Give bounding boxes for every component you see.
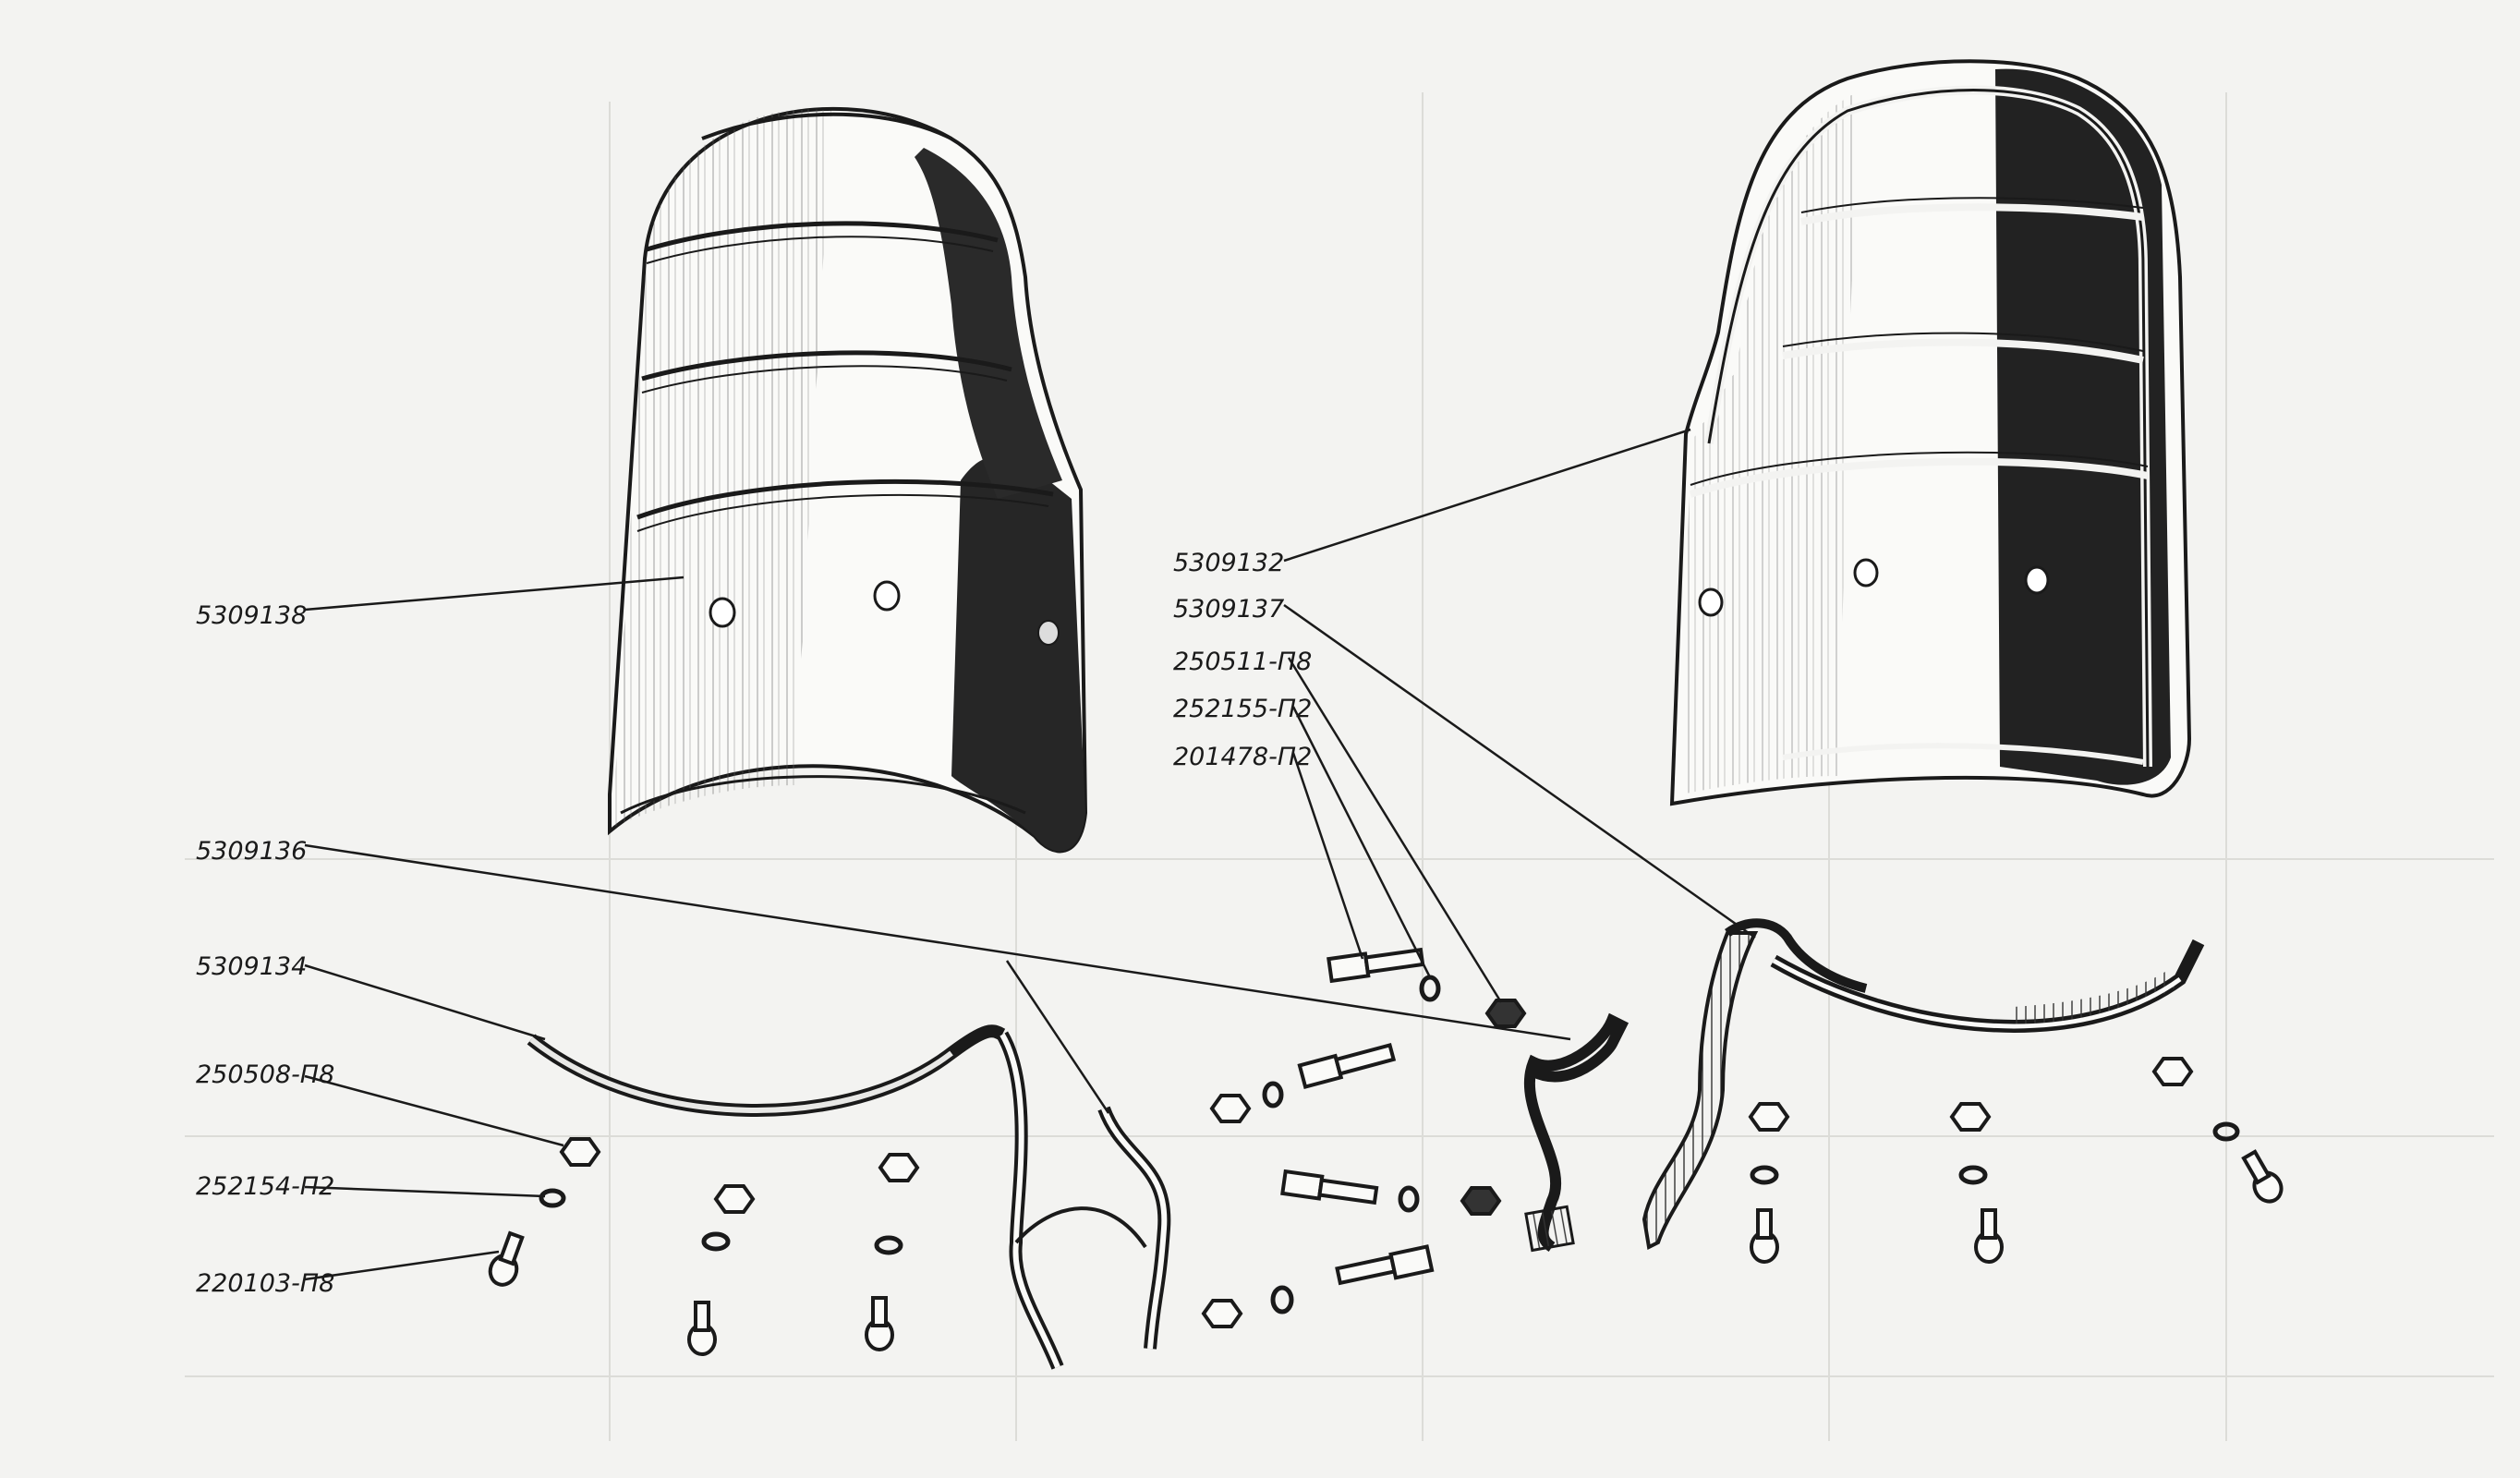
label-left-nut: 250508-П8	[196, 1060, 334, 1089]
bolts	[488, 947, 2284, 1356]
label-right-washer: 252155-П2	[1173, 695, 1312, 723]
left-clamp	[1014, 1106, 1171, 1350]
label-right-fender: 5309132	[1173, 549, 1284, 577]
right-strap	[1770, 939, 2205, 1033]
label-right-strap: 5309137	[1173, 595, 1284, 624]
left-strap	[527, 1024, 1064, 1370]
leader-lines	[304, 428, 1756, 1281]
nuts	[559, 999, 2194, 1328]
right-fender	[1669, 59, 2192, 806]
part-labels: 5309138 5309136 5309134 250508-П8 252154…	[196, 549, 1312, 1298]
right-clamp	[1523, 1012, 1630, 1253]
left-fender	[608, 106, 1088, 854]
washers	[539, 975, 2240, 1314]
label-right-nut: 250511-П8	[1173, 648, 1312, 676]
label-right-bolt: 201478-П2	[1173, 743, 1312, 771]
label-left-bolt: 220103-П8	[196, 1269, 334, 1298]
label-left-strap: 5309134	[196, 952, 307, 981]
right-bracket	[1642, 918, 1868, 1250]
label-left-fender: 5309138	[196, 601, 307, 630]
label-left-clamp-upper: 5309136	[196, 837, 307, 866]
label-left-washer: 252154-П2	[196, 1172, 334, 1201]
